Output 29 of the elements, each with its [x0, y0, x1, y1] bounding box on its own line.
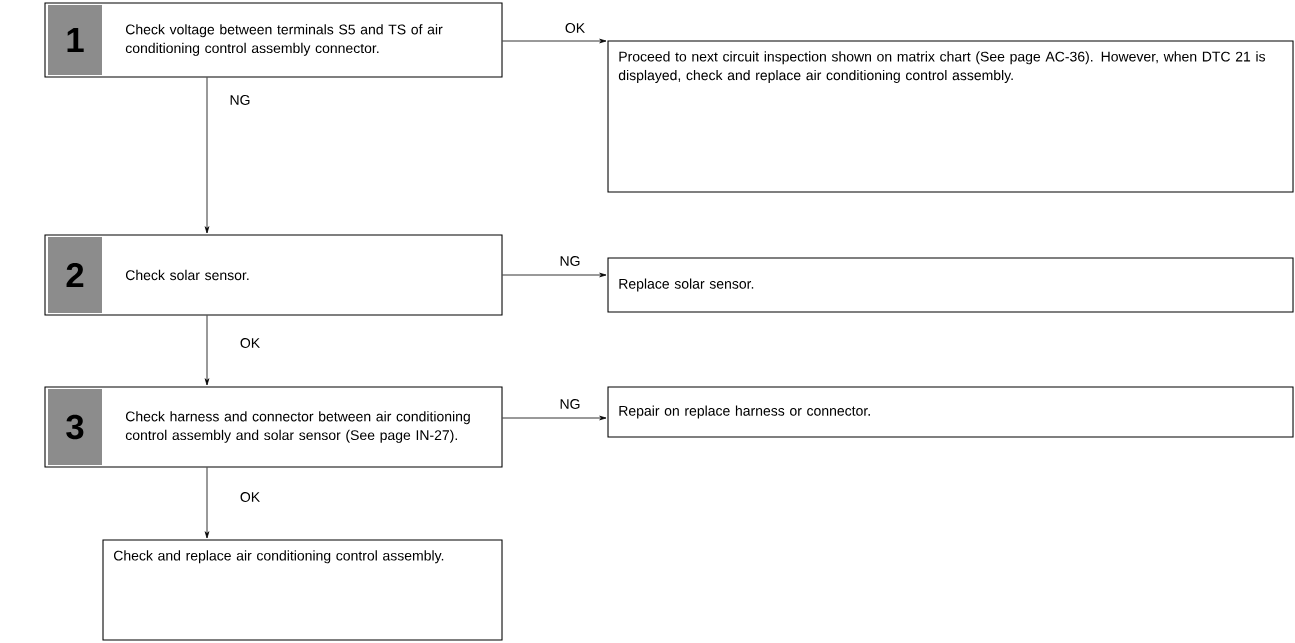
result-box: [102, 539, 503, 641]
edge-label: OK: [563, 21, 587, 35]
edge-label: NG: [228, 93, 252, 107]
arrow: [502, 38, 607, 44]
edge-label: NG: [558, 397, 582, 411]
arrow: [502, 415, 607, 421]
instruction-text: Replace solar sensor.: [619, 278, 754, 292]
result-box: [607, 40, 1294, 193]
arrow: [204, 467, 210, 539]
step-number: 3: [48, 389, 102, 465]
instruction-text: Check solar sensor.: [126, 269, 249, 281]
edge-label: NG: [558, 254, 582, 268]
step-number: 1: [48, 5, 102, 75]
step-number: 2: [48, 237, 102, 313]
arrow: [204, 315, 210, 386]
step-box: [44, 2, 503, 78]
result-box: [607, 386, 1294, 438]
arrow: [502, 272, 607, 278]
instruction-text: Proceed to next circuit inspection shown on matrix chart (See page AC-36). However, when DTC 21 is displayed, check and replace air conditioning control assembly.: [618, 51, 1266, 83]
instruction-text: Check harness and connector between air conditioning control assembly and solar sensor (See page IN-27).: [125, 411, 470, 443]
edge-label: OK: [238, 336, 262, 350]
instruction-text: Repair on replace harness or connector.: [619, 405, 870, 419]
step-box: [44, 386, 503, 468]
instruction-text: Check voltage between terminals S5 and TS of air conditioning control assembly connector.: [125, 24, 443, 56]
instruction-text: Check and replace air conditioning control assembly.: [114, 550, 444, 564]
edge-label: OK: [238, 490, 262, 504]
arrow: [204, 77, 210, 234]
step-box: [44, 234, 503, 316]
result-box: [607, 257, 1294, 313]
